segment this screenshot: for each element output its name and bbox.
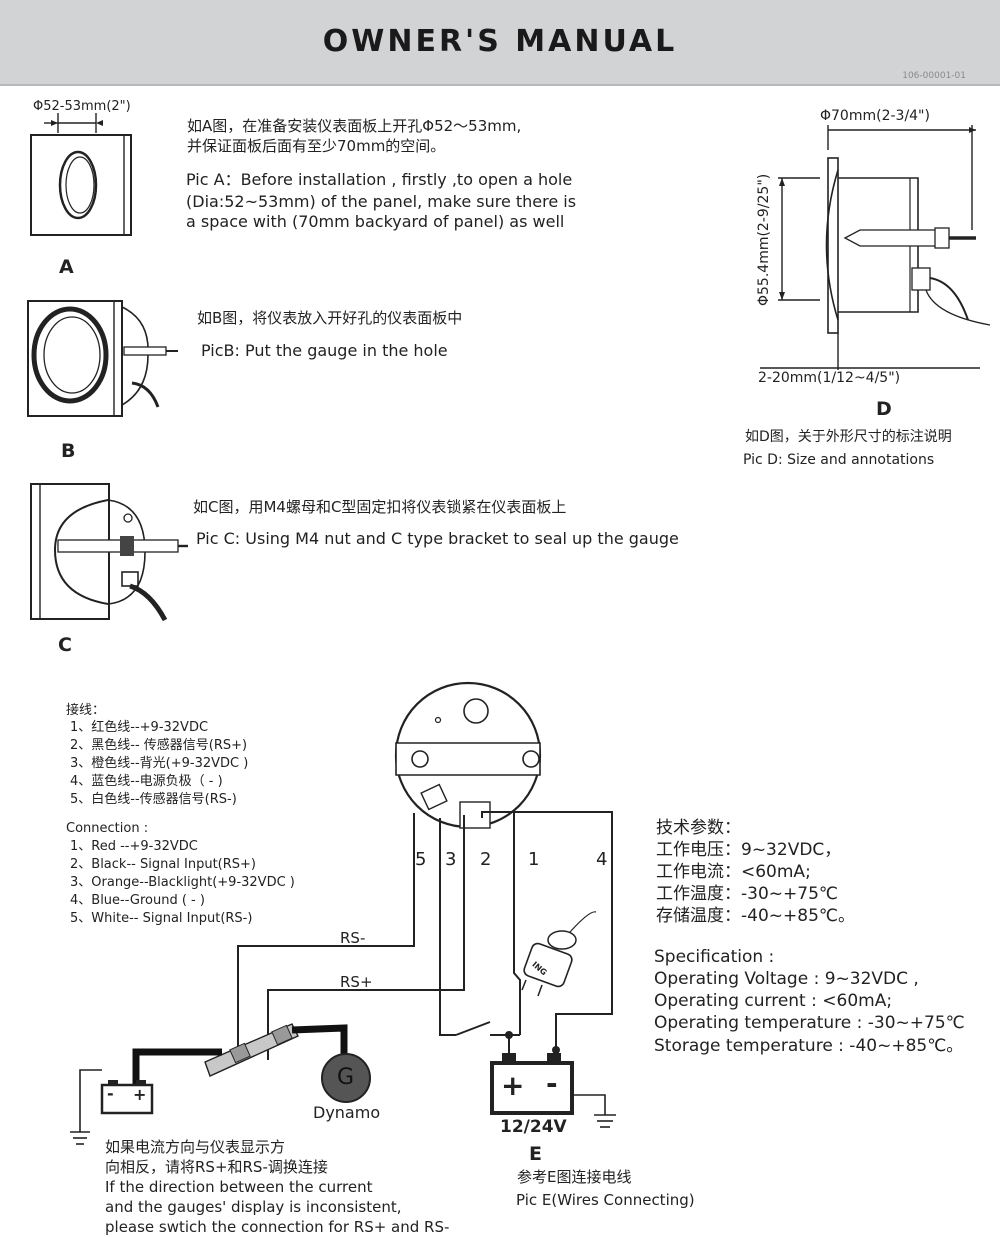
note-en-line1: If the direction between the current: [105, 1178, 373, 1196]
spec-cn-voltage: 工作电压：9~32VDC，: [656, 840, 842, 860]
pin-label-2: 2: [480, 849, 492, 870]
rs-plus-label: RS+: [340, 973, 373, 991]
pic-a-en-line1: Pic A：Before installation , firstly ,to …: [186, 170, 573, 189]
pic-a-dimension: Φ52-53mm(2"): [33, 99, 131, 114]
pic-d-dim-panel: 2-20mm(1/12~4/5"): [758, 370, 901, 386]
small-battery-plus: +: [133, 1085, 147, 1104]
spec-en-voltage: Operating Voltage : 9~32VDC ,: [654, 969, 919, 989]
battery-minus: -: [546, 1067, 558, 1100]
pic-a-drawing: [30, 113, 132, 236]
battery-voltage: 12/24V: [500, 1117, 567, 1137]
pic-c-en: Pic C: Using M4 nut and C type bracket t…: [196, 529, 679, 548]
spec-cn-title: 技术参数：: [656, 818, 741, 838]
wiring-cn-title: 接线：: [66, 703, 106, 718]
pic-e-label: E: [529, 1143, 542, 1165]
pin-label-4: 4: [596, 849, 608, 870]
pic-a-cn-line1: 如A图，在准备安装仪表面板上开孔Φ52～53mm,: [187, 117, 522, 135]
note-cn-line2: 向相反，请将RS+和RS-调换连接: [105, 1158, 328, 1176]
pic-a-label: A: [59, 256, 74, 278]
pic-c-label: C: [58, 634, 72, 656]
small-battery-minus: -: [107, 1084, 114, 1103]
pic-e-cn-caption: 参考E图连接电线: [517, 1168, 632, 1186]
pic-a-en-line2: (Dia:52~53mm) of the panel, make sure th…: [186, 192, 577, 211]
header-bar: [0, 0, 1000, 86]
battery-plus: +: [501, 1069, 525, 1102]
pin-label-3: 3: [445, 849, 457, 870]
wiring-en-title: Connection :: [66, 821, 149, 836]
shunt: [204, 1023, 299, 1077]
pic-d-cn: 如D图，关于外形尺寸的标注说明: [745, 429, 952, 445]
wiring-en-item: 2、Black-- Signal Input(RS+): [70, 857, 257, 872]
gauge-back: [394, 681, 542, 829]
pic-d-drawing: [760, 125, 991, 370]
pic-b-label: B: [61, 440, 76, 462]
wiring-en-item: 5、White-- Signal Input(RS-): [70, 911, 253, 926]
pic-d-label: D: [876, 398, 892, 420]
note-cn-line1: 如果电流方向与仪表显示方: [105, 1138, 286, 1156]
pic-c-cn: 如C图，用M4螺母和C型固定扣将仪表锁紧在仪表面板上: [193, 498, 567, 516]
wiring-cn-item: 1、红色线--+9-32VDC: [70, 720, 209, 735]
page-title: OWNER'S MANUAL: [322, 24, 678, 59]
doc-number: 106-00001-01: [902, 71, 966, 81]
pic-a-cn-line2: 并保证面板后面有至少70mm的空间。: [187, 137, 446, 155]
wiring-cn-item: 5、白色线--传感器信号(RS-): [70, 792, 237, 807]
spec-en-storage-temp: Storage temperature : -40~+85℃。: [654, 1036, 964, 1056]
wiring-cn-item: 4、蓝色线--电源负极（ - ): [70, 774, 223, 789]
pin-label-5: 5: [415, 849, 427, 870]
pic-b-drawing: [27, 300, 178, 417]
pic-e-en-caption: Pic E(Wires Connecting): [516, 1191, 695, 1209]
ignition-switch-illustration: [521, 911, 597, 997]
note-en-line3: please swtich the connection for RS+ and…: [105, 1218, 450, 1236]
spec-en-current: Operating current : <60mA;: [654, 991, 893, 1011]
wiring-en-item: 3、Orange--Blacklight(+9-32VDC ): [70, 875, 295, 890]
pic-c-drawing: [30, 483, 188, 622]
spec-en-title: Specification :: [654, 947, 775, 967]
spec-cn-storage-temp: 存储温度：-40~+85℃。: [656, 906, 855, 926]
dynamo-label: Dynamo: [313, 1103, 381, 1122]
pic-b-cn: 如B图，将仪表放入开好孔的仪表面板中: [197, 309, 463, 327]
pin-label-1: 1: [528, 849, 540, 870]
pic-d-dim-width: Φ70mm(2-3/4"): [820, 108, 930, 124]
rs-minus-label: RS-: [340, 929, 366, 947]
wiring-cn-item: 3、橙色线--背光(+9-32VDC ): [70, 756, 249, 771]
wiring-cn-item: 2、黑色线-- 传感器信号(RS+): [70, 738, 248, 753]
spec-cn-current: 工作电流：<60mA;: [656, 862, 811, 882]
generator-symbol: G: [337, 1065, 355, 1090]
pic-b-en: PicB: Put the gauge in the hole: [201, 341, 448, 360]
wiring-en-item: 1、Red --+9-32VDC: [70, 839, 198, 854]
pic-d-en: Pic D: Size and annotations: [743, 452, 935, 468]
note-en-line2: and the gauges' display is inconsistent,: [105, 1198, 402, 1216]
pic-a-en-line3: a space with (70mm backyard of panel) as…: [186, 212, 565, 231]
spec-cn-operating-temp: 工作温度：-30~+75℃: [656, 884, 838, 904]
wiring-en-item: 4、Blue--Ground ( - ): [70, 893, 205, 908]
spec-en-operating-temp: Operating temperature : -30~+75℃: [654, 1013, 965, 1033]
